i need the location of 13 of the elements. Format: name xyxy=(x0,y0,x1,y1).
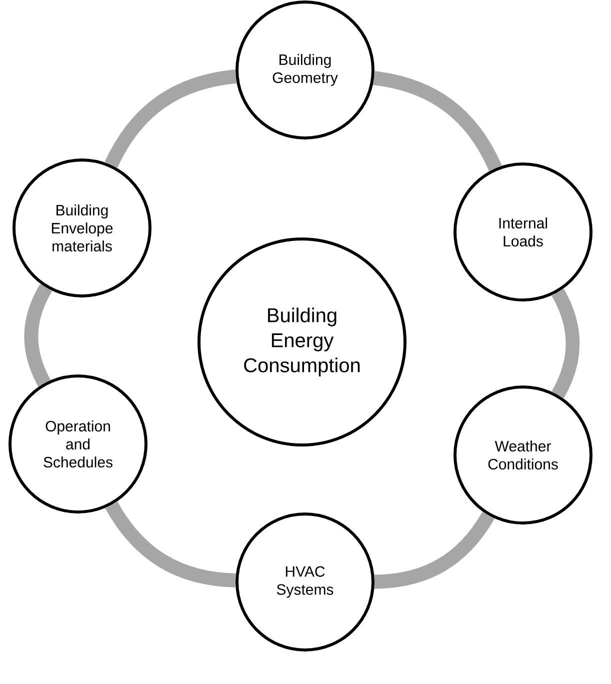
ring-connector xyxy=(552,288,580,398)
circle-node: Building Energy Consumption xyxy=(198,238,406,446)
circle-node: Internal Loads xyxy=(454,162,592,302)
ring-connector xyxy=(374,512,494,589)
ring-connector xyxy=(24,284,52,386)
circle-node: Operation and Schedules xyxy=(8,374,148,514)
ring-connector xyxy=(105,501,236,588)
circle-node: Building Envelope materials xyxy=(12,158,152,298)
circle-node: HVAC Systems xyxy=(236,512,374,652)
ring-connector xyxy=(372,71,502,172)
circle-node: Weather Conditions xyxy=(454,386,592,524)
ring-connector xyxy=(104,70,237,168)
circle-node: Building Geometry xyxy=(236,0,374,140)
